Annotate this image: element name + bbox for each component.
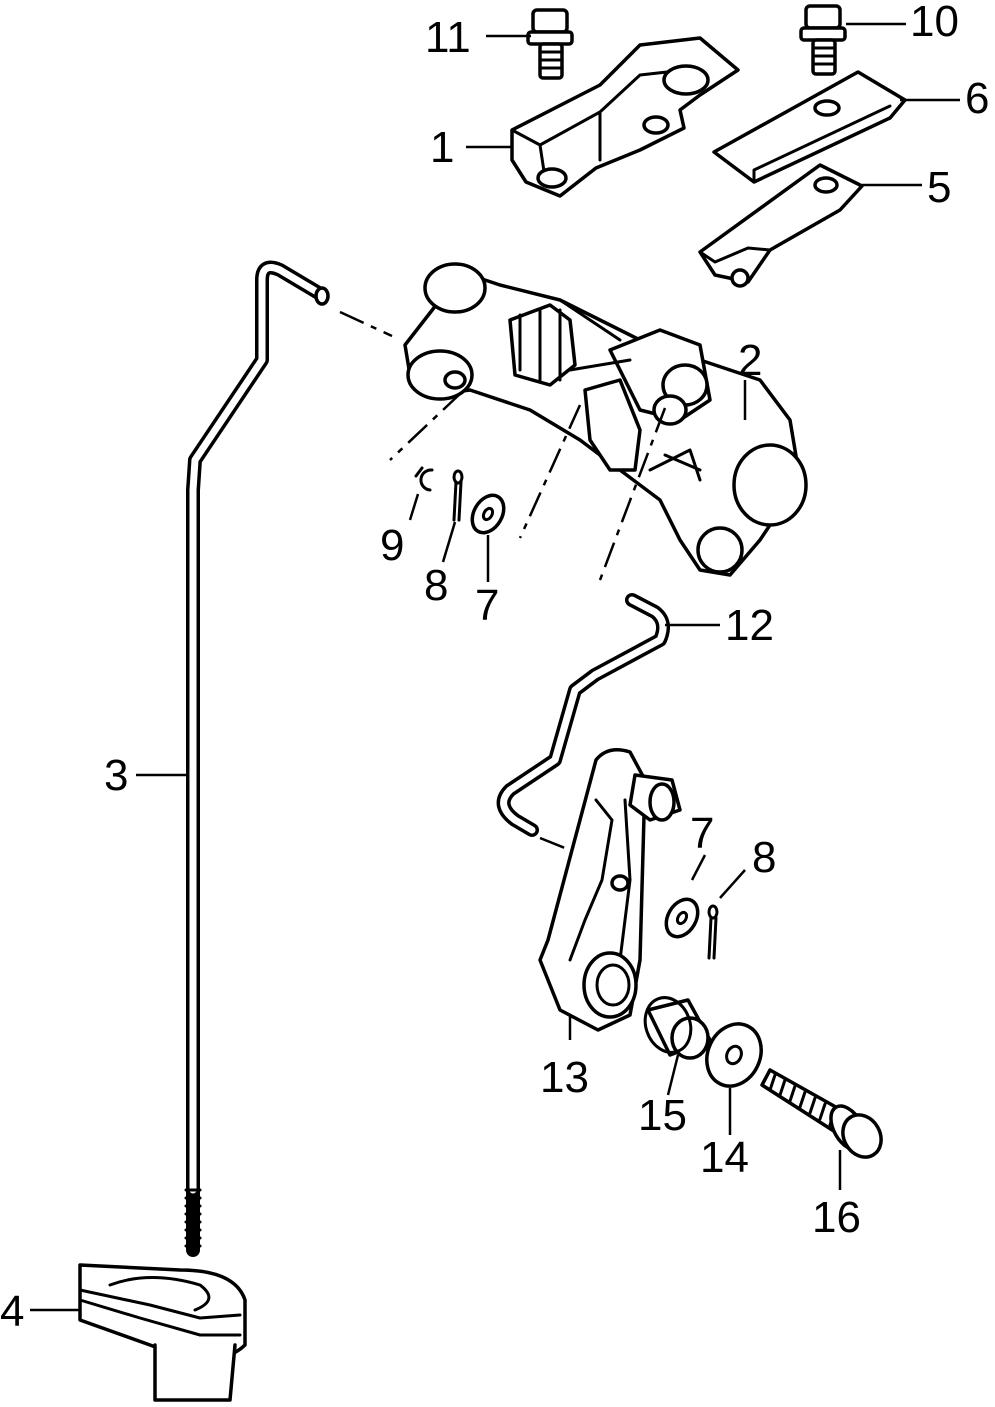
callout-labels: 11 10 1 6 5 2 9 8 7 12 3 7 8 13 15 14 16… xyxy=(0,0,989,1336)
washer-7-upper xyxy=(470,493,506,535)
bracket-5 xyxy=(698,163,864,288)
callout-1: 1 xyxy=(430,123,454,172)
callout-6: 6 xyxy=(965,74,989,123)
callout-9: 9 xyxy=(380,521,404,570)
callout-2: 2 xyxy=(738,336,762,385)
callout-8-upper: 8 xyxy=(424,561,448,610)
assembly-2 xyxy=(403,262,808,577)
rod-12 xyxy=(496,593,671,837)
cotter-pin-8-lower xyxy=(707,904,719,960)
leader-lines xyxy=(30,22,960,1312)
bushing-15 xyxy=(643,996,712,1060)
callout-7-upper: 7 xyxy=(475,581,499,630)
callout-8-lower: 8 xyxy=(752,833,776,882)
bolt-11 xyxy=(526,8,574,80)
washer-7-lower xyxy=(664,897,700,939)
alignment-lines xyxy=(339,310,667,852)
callout-11: 11 xyxy=(425,13,471,62)
callout-16: 16 xyxy=(812,1193,861,1242)
bracket-1 xyxy=(510,36,740,198)
callout-15: 15 xyxy=(638,1091,687,1140)
callout-4: 4 xyxy=(0,1287,24,1336)
fitting-4 xyxy=(78,1263,247,1402)
callout-3: 3 xyxy=(104,751,128,800)
bolt-16 xyxy=(760,1068,883,1159)
rod-3 xyxy=(184,260,330,1257)
callout-7-lower: 7 xyxy=(690,809,714,858)
plate-6 xyxy=(712,70,907,184)
bolt-10 xyxy=(799,4,847,76)
clip-9 xyxy=(414,466,434,492)
callout-10: 10 xyxy=(910,0,959,46)
lever-13 xyxy=(538,748,682,1032)
washer-14 xyxy=(705,1022,763,1088)
callout-14: 14 xyxy=(700,1133,749,1182)
cotter-pin-8-upper xyxy=(452,469,464,522)
callout-13: 13 xyxy=(540,1053,589,1102)
callout-12: 12 xyxy=(725,601,774,650)
callout-5: 5 xyxy=(927,163,951,212)
